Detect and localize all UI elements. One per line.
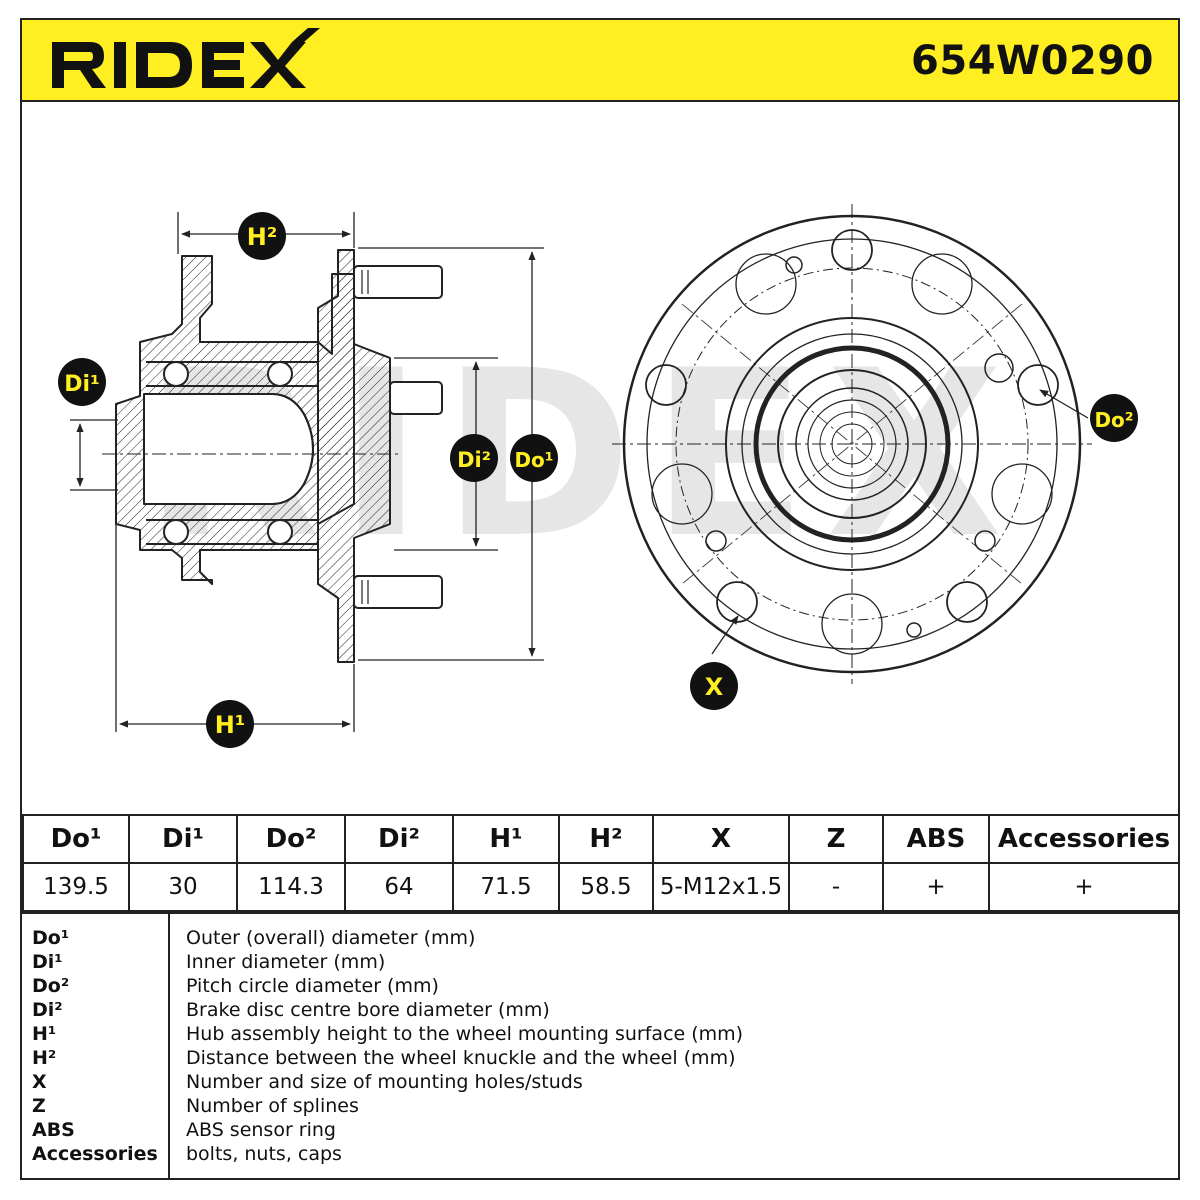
- spec-header-cell: Z: [788, 814, 884, 864]
- callout-h1: H¹: [206, 700, 254, 748]
- spec-value-cell: 71.5: [452, 862, 560, 912]
- legend-description: Hub assembly height to the wheel mountin…: [186, 1023, 744, 1045]
- legend-description: Brake disc centre bore diameter (mm): [186, 999, 550, 1021]
- legend-description: Number of splines: [186, 1095, 359, 1117]
- part-number: 654W0290: [911, 38, 1154, 84]
- callout-di2: Di²: [450, 434, 498, 482]
- spec-value-row: 139.5 30 114.3 64 71.5 58.5 5-M12x1.5 - …: [22, 862, 1180, 912]
- legend-key: Accessories: [32, 1143, 158, 1165]
- spec-header-cell: Accessories: [988, 814, 1180, 864]
- spec-header-row: Do¹ Di¹ Do² Di² H¹ H² X Z ABS Accessorie…: [22, 814, 1180, 864]
- spec-header-cell: H¹: [452, 814, 560, 864]
- callout-do1: Do¹: [510, 434, 558, 482]
- svg-text:Do¹: Do¹: [514, 448, 553, 472]
- spec-header-cell: ABS: [882, 814, 990, 864]
- ridex-logo: [52, 28, 320, 88]
- hub-front-view: [612, 204, 1092, 684]
- spec-value-cell: +: [882, 862, 990, 912]
- legend-keys: Do¹ Di¹ Do² Di² H¹ H² X Z ABS Accessorie…: [32, 926, 168, 1166]
- spec-header-cell: Di¹: [128, 814, 238, 864]
- legend-key: H¹: [32, 1023, 57, 1045]
- spec-value-cell: 139.5: [22, 862, 130, 912]
- spec-value-cell: 30: [128, 862, 238, 912]
- callout-x: X: [690, 662, 738, 710]
- svg-text:H²: H²: [247, 223, 278, 251]
- legend-description: Number and size of mounting holes/studs: [186, 1071, 583, 1093]
- legend-descriptions: Outer (overall) diameter (mm) Inner diam…: [186, 926, 1146, 1166]
- spec-header-cell: Do²: [236, 814, 346, 864]
- legend-description: Inner diameter (mm): [186, 951, 386, 973]
- legend-key: ABS: [32, 1119, 75, 1141]
- legend-description: Pitch circle diameter (mm): [186, 975, 439, 997]
- spec-header-cell: Di²: [344, 814, 454, 864]
- front-dimensions: [711, 389, 1089, 655]
- drawing-frame: 654W0290 RIDEX: [20, 18, 1180, 1180]
- svg-text:Do²: Do²: [1094, 408, 1133, 432]
- legend-key: Z: [32, 1095, 46, 1117]
- legend-description: bolts, nuts, caps: [186, 1143, 342, 1165]
- spec-header-cell: H²: [558, 814, 654, 864]
- spec-value-cell: 114.3: [236, 862, 346, 912]
- legend-description: ABS sensor ring: [186, 1119, 336, 1141]
- callout-do2: Do²: [1090, 394, 1138, 442]
- callout-di1: Di¹: [58, 358, 106, 406]
- legend-key: Di¹: [32, 951, 63, 973]
- legend-key: Do²: [32, 975, 70, 997]
- spec-value-cell: 5-M12x1.5: [652, 862, 790, 912]
- hub-section-view: [102, 249, 443, 663]
- svg-text:Di¹: Di¹: [64, 372, 99, 397]
- spec-value-cell: -: [788, 862, 884, 912]
- legend-key: H²: [32, 1047, 57, 1069]
- legend-key: Di²: [32, 999, 63, 1021]
- svg-text:X: X: [705, 673, 724, 701]
- spec-header-cell: X: [652, 814, 790, 864]
- legend-description: Distance between the wheel knuckle and t…: [186, 1047, 736, 1069]
- svg-text:Di²: Di²: [457, 448, 491, 472]
- spec-header-cell: Do¹: [22, 814, 130, 864]
- spec-table: Do¹ Di¹ Do² Di² H¹ H² X Z ABS Accessorie…: [22, 814, 1180, 912]
- callout-h2: H²: [238, 212, 286, 260]
- hub-drawing: RIDEX: [58, 204, 1138, 748]
- header-bar: 654W0290: [22, 20, 1178, 102]
- legend-description: Outer (overall) diameter (mm): [186, 927, 476, 949]
- legend-key: Do¹: [32, 927, 70, 949]
- legend-key: X: [32, 1071, 47, 1093]
- technical-drawing: RIDEX: [22, 104, 1178, 814]
- legend: Do¹ Di¹ Do² Di² H¹ H² X Z ABS Accessorie…: [22, 912, 1178, 1180]
- spec-value-cell: 58.5: [558, 862, 654, 912]
- legend-divider: [168, 914, 170, 1180]
- svg-text:H¹: H¹: [215, 711, 246, 739]
- spec-value-cell: 64: [344, 862, 454, 912]
- spec-value-cell: +: [988, 862, 1180, 912]
